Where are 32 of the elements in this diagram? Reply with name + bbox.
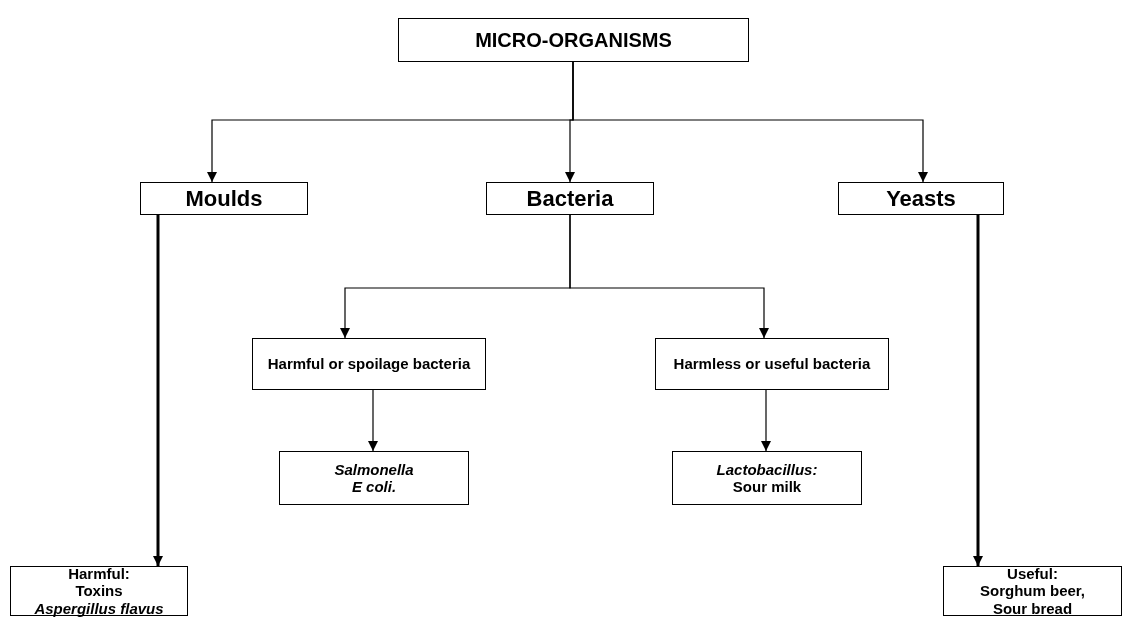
box-label: Toxins <box>75 582 123 600</box>
box-label: Sorghum beer, <box>980 582 1085 600</box>
category-box <box>279 451 469 505</box>
box-label: E coli. <box>351 478 397 496</box>
box-label: Salmonella <box>334 460 414 478</box>
arrow <box>153 215 163 566</box>
arrow <box>973 215 983 566</box>
box-label: Sour milk <box>732 478 802 496</box>
box-label: Harmful: <box>68 565 130 583</box>
box-label: MICRO-ORGANISMS <box>475 28 672 52</box>
category-box <box>672 451 862 505</box>
category-box <box>655 338 889 390</box>
category-box <box>838 182 1004 215</box>
category-box <box>140 182 308 215</box>
box-label: Useful: <box>1007 565 1058 583</box>
box-label: Harmful or spoilage bacteria <box>267 355 471 373</box>
box-label: Sour bread <box>992 599 1073 617</box>
category-box <box>943 566 1122 616</box>
category-box <box>10 566 188 616</box>
category-box <box>252 338 486 390</box>
box-label: Aspergillus flavus <box>34 599 164 617</box>
box-label: Bacteria <box>526 185 614 212</box>
category-box <box>486 182 654 215</box>
box-label: Moulds <box>185 185 263 212</box>
box-label: Lactobacillus: <box>716 460 818 478</box>
box-label: Yeasts <box>886 185 956 212</box>
arrow <box>572 61 928 183</box>
arrow <box>368 389 378 452</box>
arrow <box>761 389 771 452</box>
category-box <box>398 18 749 62</box>
box-label: Harmless or useful bacteria <box>673 355 871 373</box>
arrow <box>569 214 769 339</box>
